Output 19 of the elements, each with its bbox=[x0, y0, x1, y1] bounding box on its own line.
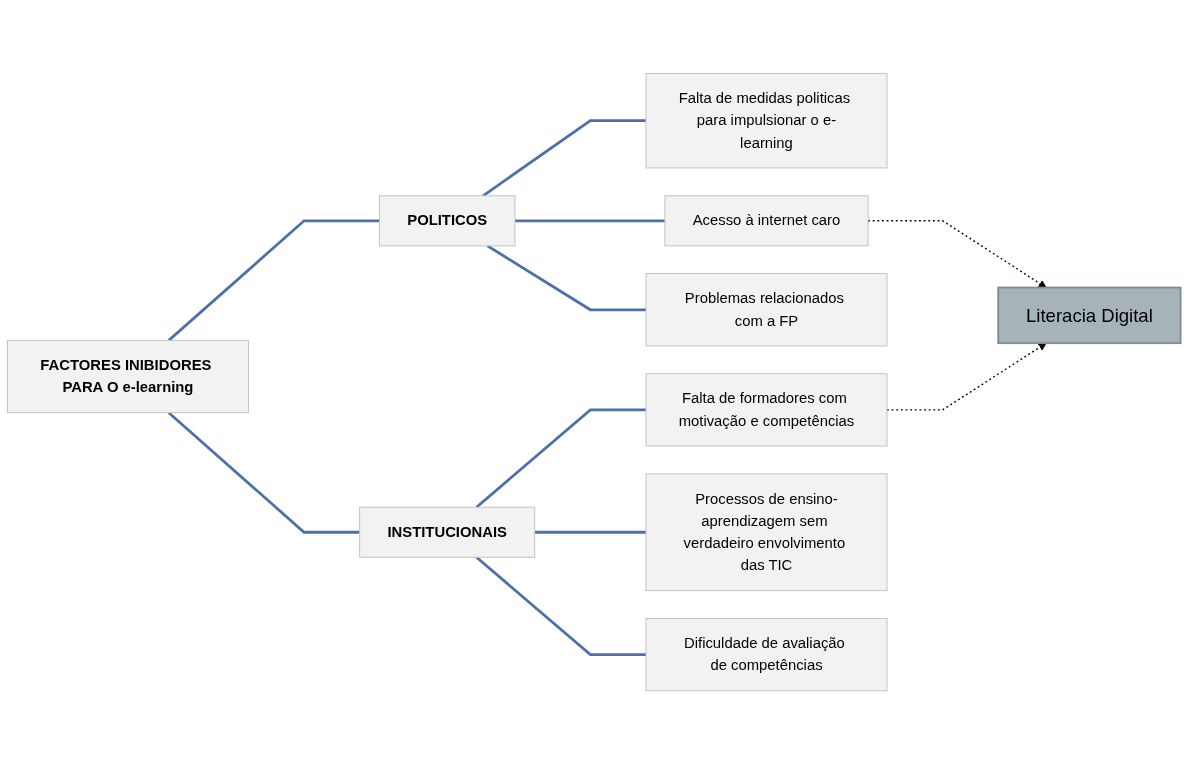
node-box: Dificuldade de avaliação de competências bbox=[645, 618, 888, 692]
node-box: Falta de formadores com motivação e competências bbox=[645, 373, 888, 447]
arrow bbox=[886, 343, 1047, 411]
connector bbox=[167, 412, 360, 535]
connector bbox=[486, 245, 646, 312]
node-box: Falta de medidas politicas para impulsionar o e-learning bbox=[645, 73, 888, 169]
connector bbox=[475, 408, 646, 509]
connector bbox=[482, 119, 646, 198]
connector bbox=[475, 556, 646, 657]
node-box: INSTITUCIONAIS bbox=[359, 507, 536, 559]
connector bbox=[534, 531, 646, 535]
connector bbox=[167, 219, 380, 342]
connector bbox=[515, 219, 665, 223]
node-box: Literacia Digital bbox=[997, 287, 1182, 345]
node-box: Processos de ensino-aprendizagem sem verdadeiro envolvimento das TIC bbox=[645, 473, 888, 592]
node-box: POLITICOS bbox=[378, 195, 516, 247]
node-box: Problemas relacionados com a FP bbox=[645, 273, 888, 347]
node-box: Acesso à internet caro bbox=[664, 195, 869, 247]
node-box: FACTORES INIBIDORES PARA O e-learning bbox=[6, 340, 249, 414]
